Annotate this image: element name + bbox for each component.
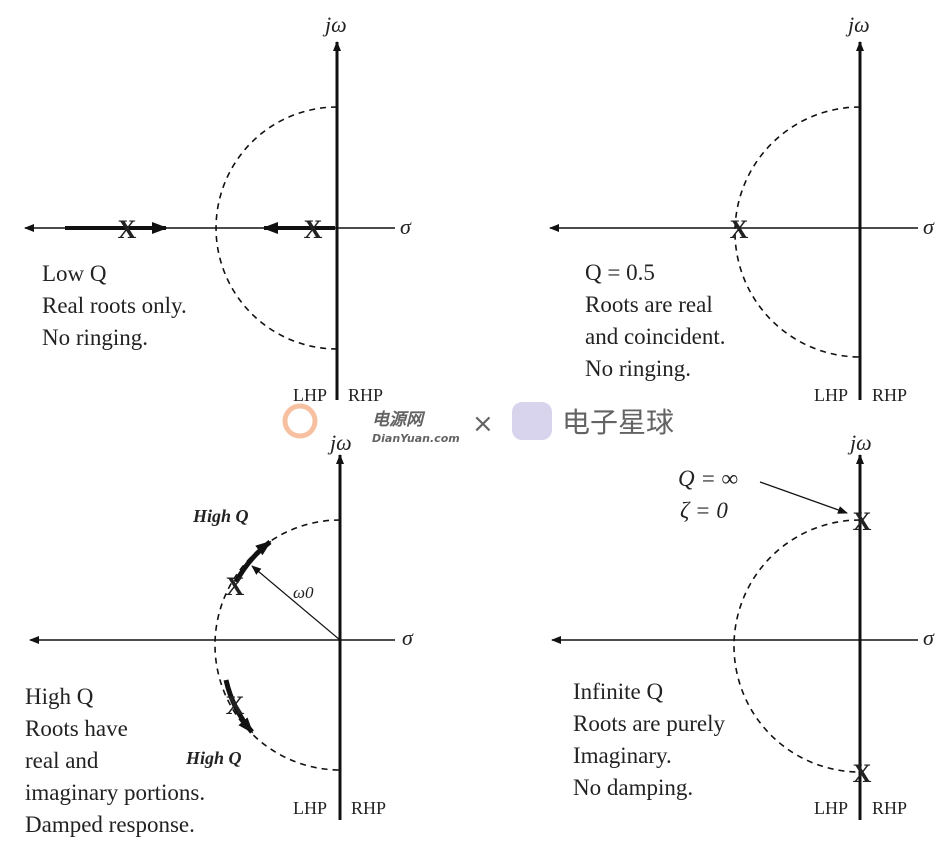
desc-line: Roots have [25, 716, 128, 741]
pole-marker: X [304, 215, 323, 244]
high-q-label: High Q [185, 748, 242, 768]
annotation-arrow [759, 481, 848, 514]
watermark-left-sub: DianYuan.com [372, 432, 460, 445]
unit-circle [733, 519, 861, 773]
desc-line: Q = 0.5 [585, 260, 655, 285]
imag-axis-label: jω [845, 12, 870, 37]
real-axis-label: σ [402, 625, 414, 650]
unit-circle [214, 519, 341, 771]
root-motion-arrow [223, 679, 254, 734]
desc-line: No damping. [573, 775, 693, 800]
watermark-left: 电源网 [372, 410, 426, 430]
watermark-right: 电子星球 [562, 406, 674, 439]
desc-line: imaginary portions. [25, 780, 205, 805]
desc-line: real and [25, 748, 99, 773]
rhp-label: RHP [351, 798, 386, 818]
desc-line: Real roots only. [42, 293, 187, 318]
watermark: 电源网 DianYuan.com × 电子星球 [282, 402, 674, 445]
plug-logo-icon [282, 403, 318, 439]
desc-line: Infinite Q [573, 679, 663, 704]
unit-circle [215, 106, 338, 350]
lhp-label: LHP [814, 385, 848, 405]
pole-marker: X [118, 215, 137, 244]
panel-low-q: X X jω σ LHP RHP Low Q Real roots only. … [24, 12, 412, 405]
imag-axis-label: jω [322, 12, 347, 37]
watermark-sep: × [472, 409, 494, 439]
desc-line: Damped response. [25, 812, 195, 837]
rhp-label: RHP [872, 385, 907, 405]
panel-infinite-q: X X Q = ∞ ζ = 0 jω σ LHP RHP Infinite Q … [551, 430, 935, 820]
root-motion-arrow [233, 540, 272, 584]
pole-marker: X [226, 572, 245, 601]
panel-high-q: X X ω0 High Q High Q jω σ LHP RHP High Q… [25, 430, 414, 837]
real-axis-label: σ [923, 625, 935, 650]
pole-marker: X [853, 759, 872, 788]
desc-line: Roots are purely [573, 711, 726, 736]
lhp-label: LHP [293, 385, 327, 405]
zeta-zero-label: ζ = 0 [680, 498, 728, 523]
desc-line: Low Q [42, 261, 107, 286]
robot-logo-icon [512, 402, 552, 440]
q-infinity-label: Q = ∞ [678, 466, 738, 491]
rhp-label: RHP [872, 798, 907, 818]
desc-line: High Q [25, 684, 94, 709]
real-axis-label: σ [400, 214, 412, 239]
radius-arrow [251, 565, 341, 641]
rhp-label: RHP [348, 385, 383, 405]
desc-line: Roots are real [585, 292, 713, 317]
pole-marker: X [226, 691, 245, 720]
lhp-label: LHP [814, 798, 848, 818]
real-axis-label: σ [923, 214, 935, 239]
pole-marker: X [853, 507, 872, 536]
desc-line: Imaginary. [573, 743, 672, 768]
desc-line: No ringing. [585, 356, 691, 381]
unit-circle [734, 106, 861, 358]
panel-q-half: X jω σ LHP RHP Q = 0.5 Roots are real an… [549, 12, 935, 405]
desc-line: No ringing. [42, 325, 148, 350]
high-q-label: High Q [192, 506, 249, 526]
pole-marker: X [730, 215, 749, 244]
imag-axis-label: jω [847, 430, 872, 455]
imag-axis-label: jω [327, 430, 352, 455]
lhp-label: LHP [293, 798, 327, 818]
desc-line: and coincident. [585, 324, 726, 349]
omega0-label: ω0 [293, 583, 314, 602]
